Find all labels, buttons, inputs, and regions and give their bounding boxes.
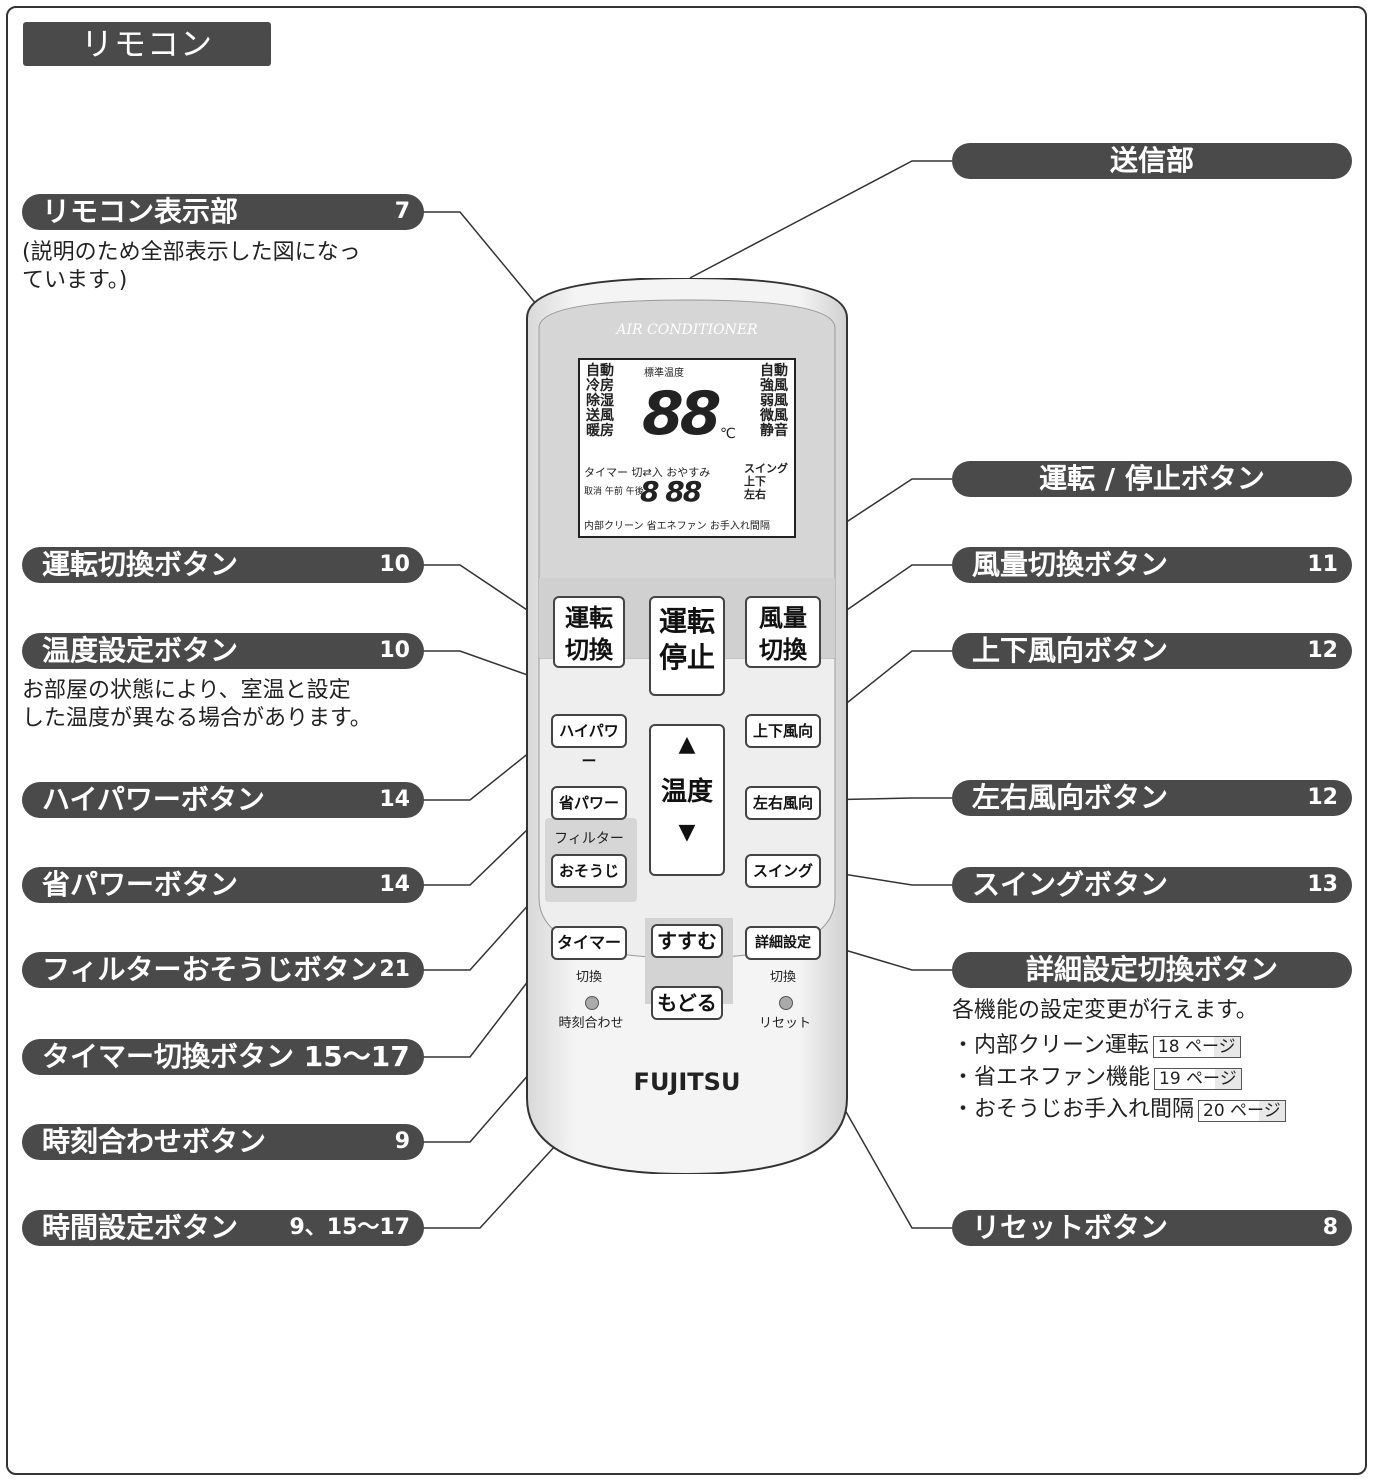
detail-button[interactable]: 詳細設定 (745, 926, 821, 960)
lcd-cancel: 取消 午前 午後 (584, 487, 644, 497)
clock-label: 時刻合わせ (558, 1016, 624, 1031)
clock-pinhole-button[interactable] (585, 996, 599, 1010)
fujitsu-logo: FUJITSU (633, 1068, 741, 1096)
swing-button[interactable]: スイング (745, 854, 821, 888)
temp-note-1: お部屋の状態により、室温と設定 (22, 678, 351, 703)
display-note-2: ています。) (22, 268, 128, 293)
leader-swing (817, 869, 952, 886)
reset-label: リセット (758, 1016, 811, 1031)
leader-detail (817, 941, 952, 971)
power-button[interactable]: 運転 停止 (649, 596, 725, 696)
high-power-button[interactable]: ハイパワー (551, 714, 627, 770)
lcd-digits: 88 (642, 379, 721, 449)
callout-transmit: 送信部 (952, 143, 1352, 179)
remote-control: AIR CONDITIONER 自動 冷房 除湿 送風 暖房 標準温度 88 ℃… (517, 278, 857, 1174)
back-button[interactable]: もどる (651, 986, 723, 1020)
leader-transmit (689, 160, 952, 279)
page-ref-20[interactable]: 20 ページ (1198, 1100, 1286, 1122)
temp-down-icon[interactable]: ▼ (678, 820, 696, 845)
lcd-display: 自動 冷房 除湿 送風 暖房 標準温度 88 ℃ 自動 強風 弱風 微風 静音 … (578, 358, 796, 538)
callout-temp: 温度設定ボタン 10 (22, 633, 424, 669)
callout-mode: 運転切換ボタン 10 (22, 547, 424, 583)
updown-button[interactable]: 上下風向 (745, 714, 821, 748)
callout-reset: リセットボタン 8 (952, 1210, 1352, 1246)
page-title: リモコン (23, 22, 271, 66)
eco-power-button[interactable]: 省パワー (551, 786, 627, 820)
callout-highpower: ハイパワーボタン 14 (22, 782, 424, 818)
lcd-unit: ℃ (720, 426, 736, 442)
timer-sub-label: 切換 (575, 970, 602, 985)
callout-swing: スイングボタン 13 (952, 867, 1352, 903)
lcd-std-temp: 標準温度 (644, 368, 684, 379)
temp-up-icon[interactable]: ▲ (678, 732, 696, 757)
callout-timer: タイマー切換ボタン 15～17 (22, 1039, 424, 1075)
callout-detail: 詳細設定切換ボタン (952, 952, 1352, 988)
detail-note: 各機能の設定変更が行えます。 (952, 998, 1258, 1023)
lcd-fans: 自動 強風 弱風 微風 静音 (760, 363, 788, 439)
callout-eco: 省パワーボタン 14 (22, 867, 424, 903)
timer-button[interactable]: タイマー (551, 926, 627, 960)
mode-button[interactable]: 運転 切換 (553, 596, 625, 668)
leader-leftright (817, 797, 952, 801)
lcd-swing: スイング 上下 左右 (744, 462, 788, 501)
callout-power: 運転 / 停止ボタン (952, 461, 1352, 497)
detail-sub-label: 切換 (769, 970, 796, 985)
callout-fan: 風量切換ボタン 11 (952, 547, 1352, 583)
page-ref-18[interactable]: 18 ページ (1152, 1036, 1241, 1058)
filter-button[interactable]: おそうじ (551, 854, 627, 888)
leader-updown (817, 650, 952, 727)
callout-filter: フィルターおそうじボタン 21 (22, 952, 424, 988)
advance-button[interactable]: すすむ (651, 924, 723, 958)
callout-time-set: 時間設定ボタン 9、15～17 (22, 1210, 424, 1246)
callout-clock: 時刻合わせボタン 9 (22, 1124, 424, 1160)
lcd-small-digits: 8 88 (640, 475, 702, 508)
lcd-modes: 自動 冷房 除湿 送風 暖房 (586, 363, 614, 439)
page-frame (6, 6, 1367, 1475)
callout-updown: 上下風向ボタン 12 (952, 633, 1352, 669)
lcd-timer-row: タイマー 切⇄入 おやすみ (584, 466, 711, 479)
brand-line: AIR CONDITIONER (616, 322, 758, 338)
reset-pinhole-button[interactable] (779, 996, 793, 1010)
temp-button[interactable]: ▲ 温度 ▼ (649, 724, 725, 876)
leftright-button[interactable]: 左右風向 (745, 786, 821, 820)
page-ref-19[interactable]: 19 ページ (1154, 1068, 1242, 1090)
display-note-1: (説明のため全部表示した図になっ (22, 240, 361, 265)
callout-display: リモコン表示部 7 (22, 194, 424, 230)
fan-button[interactable]: 風量 切換 (745, 596, 821, 668)
lcd-bottom: 内部クリーン 省エネファン お手入れ間隔 (584, 521, 770, 532)
filter-caption: フィルター (554, 831, 624, 847)
temp-note-2: した温度が異なる場合があります。 (22, 706, 372, 731)
callout-leftright: 左右風向ボタン 12 (952, 780, 1352, 816)
